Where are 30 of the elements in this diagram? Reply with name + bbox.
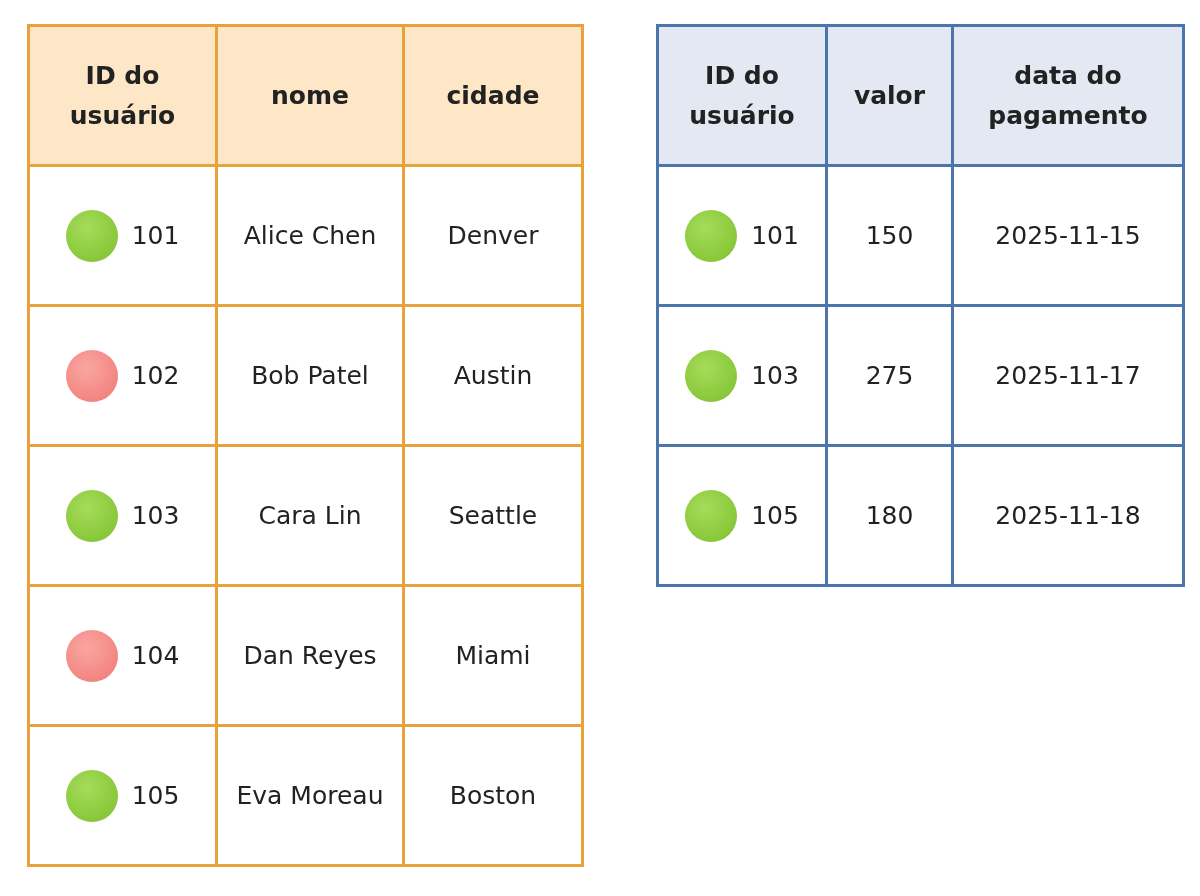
user-id: 103: [751, 360, 799, 390]
column-header: data do pagamento: [952, 25, 1184, 166]
table-cell: 2025-11-18: [952, 445, 1184, 586]
table-cell: Eva Moreau: [216, 725, 404, 866]
user-id: 104: [131, 640, 180, 670]
column-header: cidade: [403, 25, 583, 166]
table-cell: Boston: [403, 725, 583, 866]
user-id: 101: [751, 220, 799, 250]
table-cell: 275: [826, 305, 953, 446]
table-cell: 180: [826, 445, 953, 586]
table-cell: Miami: [403, 585, 583, 726]
table-cell: Dan Reyes: [216, 585, 404, 726]
table-cell: Cara Lin: [216, 445, 404, 586]
column-header: nome: [216, 25, 404, 166]
user-id: 102: [131, 360, 180, 390]
column-header: valor: [826, 25, 953, 166]
table-cell: 150: [826, 165, 953, 306]
table-cell: Alice Chen: [216, 165, 404, 306]
table-cell: Denver: [403, 165, 583, 306]
column-header: ID do usuário: [28, 25, 217, 166]
table-cell: 2025-11-15: [952, 165, 1184, 306]
table-cell: Seattle: [403, 445, 583, 586]
table-cell: 2025-11-17: [952, 305, 1184, 446]
table-cell: Bob Patel: [216, 305, 404, 446]
user-id: 101: [131, 220, 180, 250]
table-cell: Austin: [403, 305, 583, 446]
column-header: ID do usuário: [657, 25, 827, 166]
user-id: 105: [751, 500, 799, 530]
user-id: 103: [131, 500, 180, 530]
user-id: 105: [131, 780, 180, 810]
